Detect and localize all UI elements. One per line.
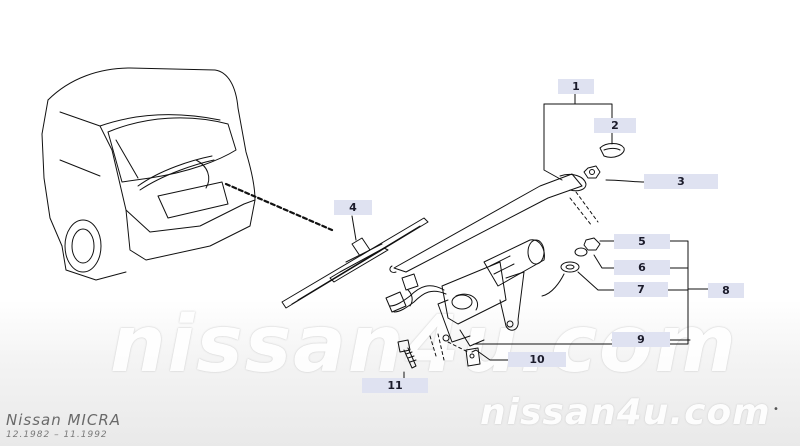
wiring-harness [385, 273, 447, 313]
leader-lines [351, 93, 709, 379]
clip-part [465, 347, 481, 367]
watermark-corner: nissan4u.com [480, 392, 771, 433]
model-title: Nissan MICRA [6, 411, 122, 429]
corner-dot: • [773, 404, 779, 415]
cap-part [599, 143, 625, 158]
callout-4[interactable]: 4 [334, 200, 372, 215]
callout-8[interactable]: 8 [708, 283, 744, 298]
bottom-gradient [0, 300, 800, 446]
callout-9[interactable]: 9 [612, 332, 670, 347]
callout-10[interactable]: 10 [508, 352, 566, 367]
guide-lines [429, 191, 599, 361]
callout-1[interactable]: 1 [558, 79, 594, 94]
wiper-blade [281, 217, 429, 309]
nut-part [583, 165, 601, 179]
callout-11[interactable]: 11 [362, 378, 428, 393]
model-years: 12.1982 – 11.1992 [6, 430, 108, 440]
callout-5[interactable]: 5 [614, 234, 670, 249]
callout-6[interactable]: 6 [614, 260, 670, 275]
car-rear-outline [41, 67, 256, 281]
callout-3[interactable]: 3 [644, 174, 718, 189]
wiper-motor [437, 239, 545, 347]
wiper-arm [389, 173, 587, 273]
bolt-part [397, 339, 417, 369]
callout-2[interactable]: 2 [594, 118, 636, 133]
guide-line-car-to-blade [224, 182, 334, 232]
callout-7[interactable]: 7 [614, 282, 668, 297]
washer-parts [560, 237, 601, 273]
